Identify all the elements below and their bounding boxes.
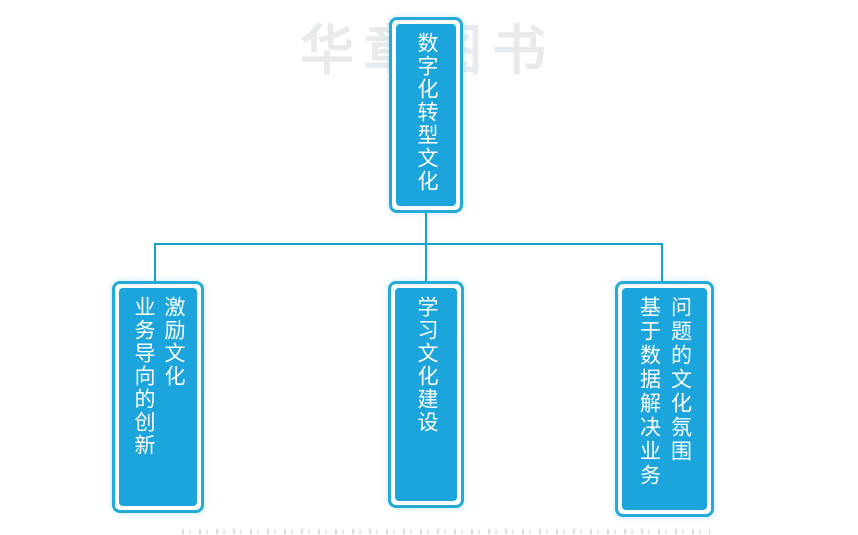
node-fill: 业务导向的创新 激励文化 (119, 288, 197, 506)
connector-horizontal-bus (154, 243, 663, 245)
node-data-driven-culture: 基于数据解决业务 问题的文化氛围 (615, 281, 714, 517)
node-learning-culture-label: 学习文化建设 (415, 296, 438, 434)
node-fill: 基于数据解决业务 问题的文化氛围 (622, 288, 707, 510)
node-digital-transformation-culture-label: 数字化转型文化 (415, 32, 438, 193)
node-incentive-culture: 业务导向的创新 激励文化 (112, 281, 204, 513)
node-data-driven-culture-label: 基于数据解决业务 问题的文化氛围 (637, 296, 692, 488)
node-digital-transformation-culture: 数字化转型文化 (389, 17, 463, 213)
node-learning-culture: 学习文化建设 (388, 281, 464, 508)
connector-stub-middle (425, 243, 427, 282)
connector-stub-left (154, 243, 156, 282)
node-fill: 数字化转型文化 (396, 24, 456, 206)
cropped-caption-fragment (182, 529, 710, 534)
connector-root-stem (425, 212, 427, 245)
connector-stub-right (661, 243, 663, 282)
node-fill: 学习文化建设 (395, 288, 457, 501)
node-incentive-culture-label: 业务导向的创新 激励文化 (132, 296, 185, 457)
